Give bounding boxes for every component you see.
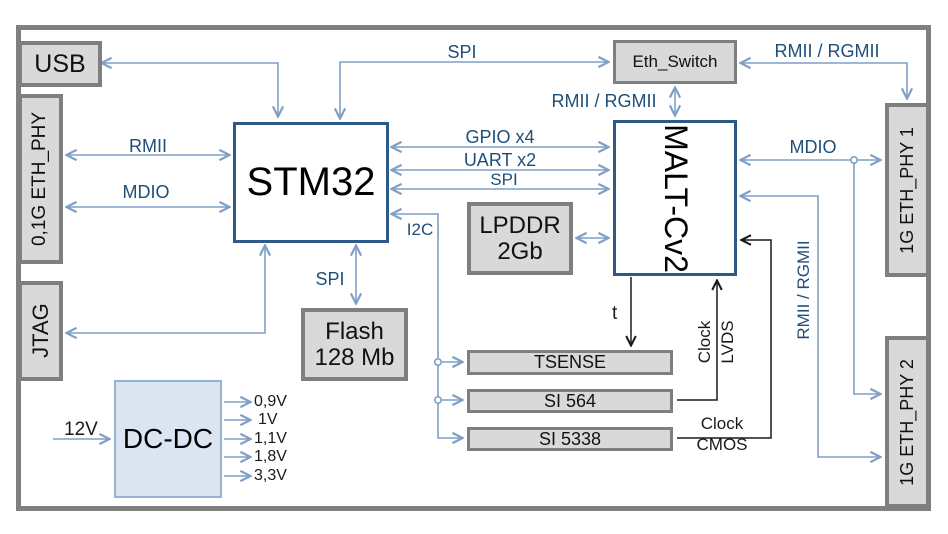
i2c-junction-dot-1 [433, 357, 442, 366]
block-malt-cv2: MALT-Cv2 [613, 120, 737, 276]
label-spi-center: SPI [490, 170, 518, 189]
label-out-33v: 3,3V [254, 467, 287, 484]
label-clock-lvds: Clock LVDS [693, 310, 739, 374]
eth-phy2-label: 1G ETH_PHY 2 [897, 358, 918, 486]
i2c-junction-dot-2 [433, 395, 442, 404]
connector-mdio-branch-ethphy2 [853, 163, 880, 394]
label-clock-lvds-line2: LVDS [718, 320, 737, 364]
block-dcdc: DC-DC [114, 380, 222, 498]
connector-clock-cmos-si5338-malt [677, 240, 772, 439]
mdio-junction-dot [849, 156, 858, 165]
lpddr-label-line2: 2Gb [497, 237, 543, 265]
label-clock-cmos: Clock CMOS [688, 413, 756, 455]
usb-label: USB [34, 49, 86, 78]
block-tsense: TSENSE [467, 350, 673, 375]
label-rmii-rgmii-phy2: RMII / RGMII [794, 240, 813, 340]
block-flash: Flash 128 Mb [301, 308, 408, 381]
jtag-label: JTAG [27, 303, 53, 359]
label-rmii-rgmii-top: RMII / RGMII [774, 41, 880, 61]
block-usb: USB [18, 41, 102, 87]
label-i2c: I2C [406, 220, 434, 239]
label-rmii-left: RMII [129, 136, 167, 156]
label-mdio-left: MDIO [122, 182, 170, 202]
flash-label-line1: Flash [325, 318, 384, 346]
label-out-18v: 1,8V [254, 448, 287, 465]
block-si564: SI 564 [467, 389, 673, 413]
connector-rmii-rgmii-malt-ethphy2 [741, 196, 880, 457]
block-eth-phy2: 1G ETH_PHY 2 [885, 336, 930, 508]
eth-phy-01g-label: 0,1G ETH_PHY [29, 111, 51, 247]
eth-switch-label: Eth_Switch [632, 52, 718, 72]
connector-jtag-stm32 [67, 246, 265, 333]
flash-label-line2: 128 Mb [314, 343, 395, 371]
label-mdio-right: MDIO [789, 137, 837, 157]
connector-spi-stm32-ethswitch [340, 62, 608, 118]
si5338-label: SI 5338 [538, 428, 602, 449]
dcdc-label: DC-DC [122, 423, 214, 454]
label-clock-cmos-line1: Clock [700, 414, 744, 433]
block-si5338: SI 5338 [467, 427, 673, 451]
block-eth-switch: Eth_Switch [613, 40, 737, 84]
label-spi-flash: SPI [315, 269, 345, 289]
block-eth-phy-01g: 0,1G ETH_PHY [18, 94, 63, 264]
label-out-11v: 1,1V [254, 430, 287, 447]
label-12v: 12V [64, 419, 98, 440]
label-rmii-rgmii-switch: RMII / RGMII [551, 91, 657, 111]
connector-usb-stm32 [102, 63, 278, 116]
label-out-1v: 1V [258, 411, 278, 428]
malt-cv2-label: MALT-Cv2 [657, 123, 694, 273]
label-t: t [612, 303, 618, 324]
block-jtag: JTAG [18, 281, 63, 381]
lpddr-label-line1: LPDDR [479, 212, 561, 240]
label-uart: UART x2 [463, 150, 537, 170]
tsense-label: TSENSE [533, 352, 607, 373]
connector-clock-lvds-si564-malt [677, 281, 717, 401]
si564-label: SI 564 [543, 390, 597, 411]
stm32-label: STM32 [246, 160, 376, 204]
label-out-09v: 0,9V [254, 393, 287, 410]
label-spi-top: SPI [447, 42, 477, 62]
block-lpddr: LPDDR 2Gb [467, 202, 573, 275]
eth-phy1-label: 1G ETH_PHY 1 [897, 126, 918, 254]
label-clock-cmos-line2: CMOS [696, 435, 748, 454]
label-clock-lvds-line1: Clock [695, 320, 714, 364]
block-stm32: STM32 [233, 122, 389, 243]
connector-i2c-trunk [392, 214, 462, 438]
connector-rmii-rgmii-ethswitch-ethphy1 [741, 63, 907, 98]
label-gpio: GPIO x4 [465, 127, 535, 147]
block-eth-phy1: 1G ETH_PHY 1 [885, 103, 930, 277]
